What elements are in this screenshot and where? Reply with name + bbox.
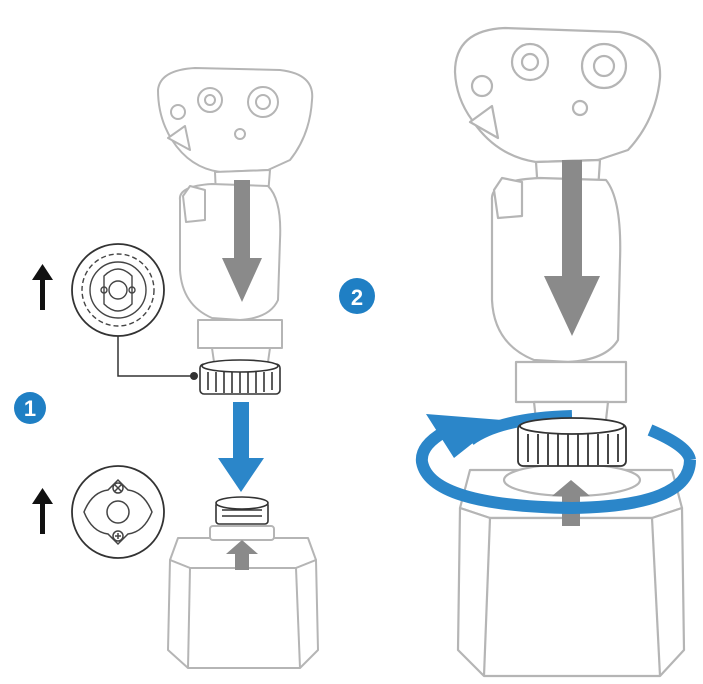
step-number-2: 2	[351, 285, 363, 310]
collar-nut-left	[200, 360, 280, 394]
step-badge-1: 1	[14, 392, 46, 424]
collar-nut-right	[518, 418, 626, 466]
threaded-mount-left	[216, 497, 268, 524]
mount-plate-detail-callout	[72, 466, 164, 558]
step-number-1: 1	[24, 396, 36, 421]
up-arrow-icon	[32, 264, 53, 310]
blue-down-arrow-icon	[218, 402, 264, 492]
step-badge-2: 2	[339, 278, 375, 314]
up-arrow-icon	[32, 488, 53, 534]
joystick-handle-right	[455, 28, 660, 420]
